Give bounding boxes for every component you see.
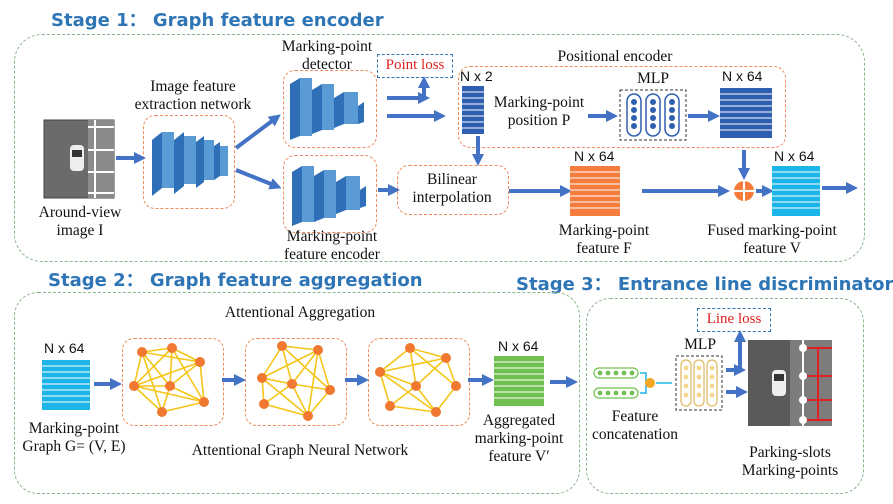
- discriminator-mlp-label: MLP: [684, 336, 716, 353]
- aggregated-label-line3: feature V′: [488, 448, 550, 465]
- detector-label: Marking-point detector: [262, 38, 392, 74]
- graph-label-line2: Graph G= (V, E): [22, 438, 126, 455]
- output-label: Parking-slots Marking-points: [730, 444, 850, 480]
- stage2-panel: [14, 292, 580, 494]
- output-label-line1: Parking-slots: [749, 444, 831, 461]
- graph-label: Marking-point Graph G= (V, E): [4, 420, 144, 456]
- parking-slots-output-image: [748, 340, 832, 426]
- around-view-label-line1: Around-view: [38, 204, 122, 221]
- encoder-cnn: [292, 166, 366, 226]
- gnn-label: Attentional Graph Neural Network: [191, 442, 409, 459]
- encoder-label: Marking-point feature encoder: [262, 228, 402, 264]
- discriminator-mlp: [675, 355, 723, 411]
- concat-label-line2: concatenation: [591, 426, 679, 443]
- nx64-aggregated-stack: [494, 356, 544, 406]
- feature-f-label-line2: feature F: [576, 240, 632, 257]
- concat-label: Feature concatenation: [580, 408, 690, 444]
- around-view-label: Around-view image I: [30, 204, 130, 240]
- encoder-box: [283, 155, 377, 233]
- feature-net-label: Image feature extraction network: [118, 78, 268, 114]
- positional-encoder-box: [458, 66, 786, 148]
- position-label-line2: position P: [507, 112, 571, 129]
- stage3-arrows: [726, 330, 748, 398]
- concat-label-line1: Feature: [611, 408, 659, 425]
- fused-feature-label-line1: Fused marking-point: [707, 222, 837, 239]
- graph-1: [129, 343, 209, 417]
- graph-2: [257, 341, 335, 421]
- output-label-line2: Marking-points: [741, 462, 839, 479]
- detector-box: [283, 70, 377, 148]
- fused-feature-label: Fused marking-point feature V: [692, 222, 852, 258]
- stage1-panel: [14, 34, 865, 262]
- fused-feature-label-line2: feature V: [743, 240, 801, 257]
- nx64-aggregated-label: N x 64: [498, 338, 539, 354]
- nx2-feature-stack: [462, 86, 484, 134]
- around-view-image: [43, 119, 115, 199]
- position-label: Marking-point position P: [484, 94, 594, 130]
- graph-label-line1: Marking-point: [28, 420, 120, 437]
- stage1-arrows: [116, 76, 858, 197]
- feature-net-label-line1: Image feature: [150, 78, 236, 95]
- feature-net-label-line2: extraction network: [134, 96, 252, 113]
- nx64-feature-f-label: N x 64: [574, 148, 615, 164]
- bilinear-label: Bilinear interpolation: [397, 171, 507, 207]
- position-label-line1: Marking-point: [493, 94, 585, 111]
- nx64-fused-label: N x 64: [774, 148, 815, 164]
- aggregated-label-line2: marking-point: [474, 430, 564, 447]
- stage3-title: Stage 3： Entrance line discriminator: [516, 274, 893, 295]
- nx64-fused-v-stack: [772, 166, 820, 216]
- encoder-label-line1: Marking-point: [286, 228, 378, 245]
- positional-encoder-label: Positional encoder: [557, 48, 673, 65]
- add-operator: [734, 181, 754, 201]
- feature-concatenation-pills: [593, 367, 672, 399]
- aggregated-label: Aggregated marking-point feature V′: [454, 412, 584, 466]
- positional-mlp-label: MLP: [637, 70, 669, 87]
- line-loss-box: Line loss: [697, 308, 771, 332]
- detector-label-line1: Marking-point: [281, 38, 373, 55]
- stage2-arrows: [94, 374, 578, 390]
- attentional-aggregation-label: Attentional Aggregation: [224, 304, 376, 321]
- nx64-graph-input-stack: [42, 360, 90, 410]
- feature-f-label-line1: Marking-point: [558, 222, 650, 239]
- bilinear-label-line2: interpolation: [412, 189, 492, 206]
- nx64-graph-input-label: N x 64: [44, 340, 85, 356]
- around-view-label-line2: image I: [56, 222, 104, 239]
- aggregated-label-line1: Aggregated: [482, 412, 556, 429]
- bilinear-label-line1: Bilinear: [427, 171, 477, 188]
- feature-f-label: Marking-point feature F: [544, 222, 664, 258]
- nx64-feature-f-stack: [570, 166, 620, 216]
- point-loss-box: Point loss: [377, 54, 453, 78]
- stage2-title: Stage 2： Graph feature aggregation: [48, 270, 423, 291]
- encoder-label-line2: feature encoder: [284, 246, 380, 263]
- positional-mlp: [619, 89, 687, 141]
- detector-label-line2: detector: [302, 56, 352, 73]
- nx64-positional-stack: [720, 88, 772, 138]
- nx2-label: N x 2: [460, 68, 493, 84]
- graph-3: [375, 343, 461, 417]
- feature-net-cnn: [152, 132, 228, 196]
- detector-cnn: [290, 78, 364, 140]
- stage3-panel: [586, 298, 864, 494]
- stage1-title: Stage 1： Graph feature encoder: [51, 10, 384, 31]
- nx64-positional-label: N x 64: [722, 68, 763, 84]
